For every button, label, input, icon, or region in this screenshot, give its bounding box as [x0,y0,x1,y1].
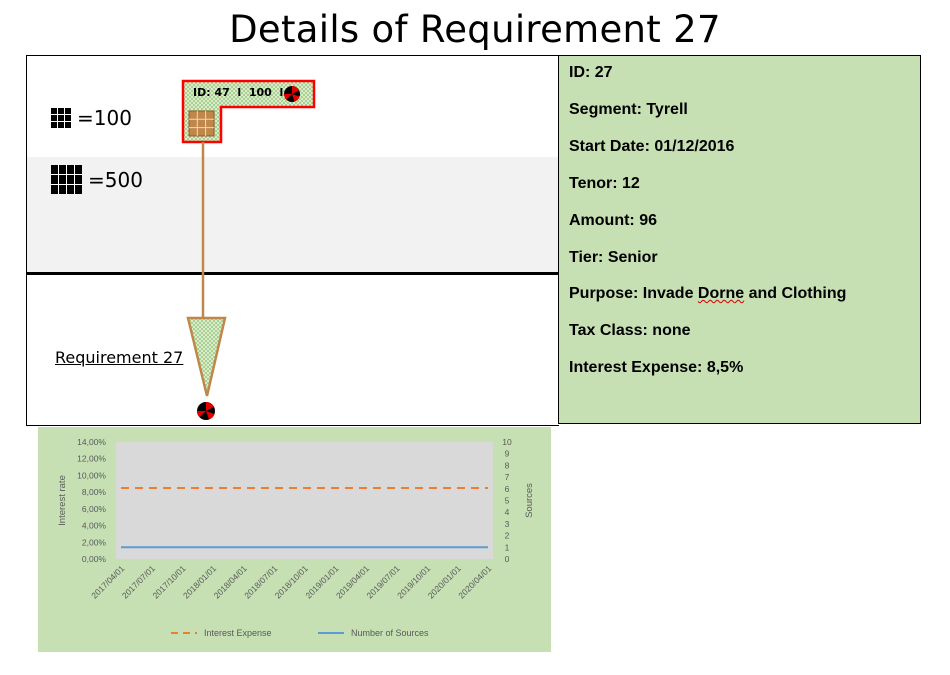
legend-label-0: Interest Expense [204,628,272,638]
x-tick-label: 2020/04/01 [456,563,493,600]
y-right-tick-label: 7 [505,472,510,482]
page-title: Details of Requirement 27 [229,8,721,51]
chart-panel: 0,00% 2,00% 4,00% 6,00% 8,00% 10,00% 12,00% 14,… [38,427,551,652]
detail-segment: Segment: Tyrell [569,101,688,118]
purpose-misspelled-word: Dorne [697,285,745,302]
y-right-tick-label: 0 [505,554,510,564]
y-left-tick-label: 8,00% [82,487,107,497]
y-left-axis-label: Interest rate [57,475,68,526]
y-left-tick-label: 10,00% [77,470,106,480]
plot-area [116,442,493,559]
diagram-panel: =100 =500 Requirement 27 [26,55,559,426]
pie-chart-icon [284,86,300,102]
detail-interest-expense: Interest Expense: 8,5% [569,359,744,376]
requirement-triangle[interactable] [186,316,227,397]
legend-row-100: =100 [51,106,132,130]
grid-4x3-icon [51,165,82,194]
divider-line [27,272,559,275]
detail-tier: Tier: Senior [569,249,658,266]
legend-row-500: =500 [51,165,143,194]
y-right-tick-label: 1 [505,542,510,552]
y-right-tick-label: 6 [505,484,510,494]
y-right-tick-label: 4 [505,507,510,517]
legend-label-100: =100 [77,106,132,130]
interest-chart: 0,00% 2,00% 4,00% 6,00% 8,00% 10,00% 12,00% 14,… [57,437,535,638]
y-left-tick-label: 6,00% [82,504,107,514]
y-left-tick-label: 12,00% [77,454,106,464]
y-left-tick-label: 0,00% [82,554,107,564]
details-panel: ID: 27 Segment: Tyrell Start Date: 01/12… [558,55,921,424]
y-right-tick-label: 8 [505,460,510,470]
y-right-tick-label: 10 [502,437,512,447]
legend-label-500: =500 [88,167,143,192]
y-right-tick-label: 2 [505,531,510,541]
grid-3x3-icon [51,108,71,128]
y-left-tick-label: 14,00% [77,437,106,447]
flow-diagram [181,79,316,420]
y-right-tick-label: 3 [505,519,510,529]
detail-tenor: Tenor: 12 [569,175,640,192]
detail-start-date: Start Date: 01/12/2016 [569,138,735,155]
y-right-tick-label: 9 [505,449,510,459]
detail-amount: Amount: 96 [569,212,657,229]
purpose-prefix: Purpose: Invade [569,285,698,302]
pie-chart-icon [197,402,215,420]
y-left-tick-label: 4,00% [82,521,107,531]
node-shape[interactable] [181,79,316,144]
y-right-tick-label: 5 [505,496,510,506]
detail-purpose: Purpose: Invade Dorne and Clothing [569,285,846,303]
brown-grid-icon [188,110,215,137]
requirement-label: Requirement 27 [55,348,184,367]
detail-tax-class: Tax Class: none [569,322,691,339]
y-left-tick-label: 2,00% [82,537,107,547]
node-header-label: ID: 47 l 100 l [193,86,284,99]
legend-label-1: Number of Sources [351,628,429,638]
detail-id: ID: 27 [569,64,613,81]
y-right-axis-label: Sources [524,483,535,518]
purpose-suffix: and Clothing [744,285,847,302]
gray-band [27,157,559,272]
